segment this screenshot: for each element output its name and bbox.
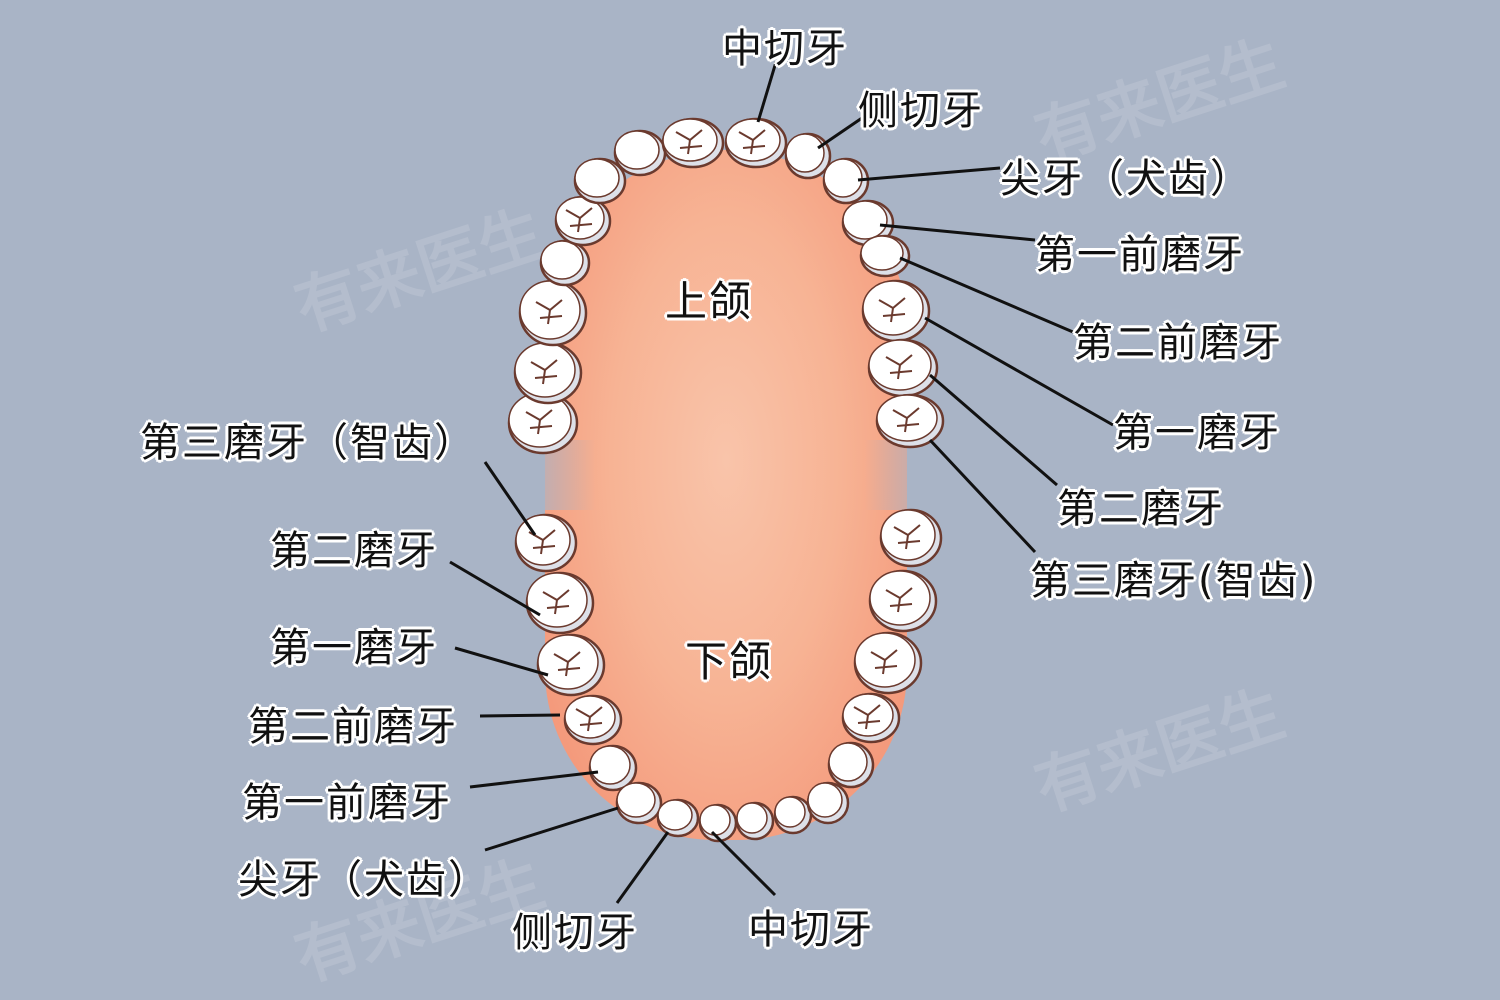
leader-line	[483, 461, 537, 536]
tooth	[859, 234, 911, 278]
tooth	[861, 279, 931, 343]
upper-first-premolar-label: 第一前磨牙	[1035, 232, 1245, 278]
tooth	[563, 694, 623, 746]
lower-canine-label: 尖牙（犬齿）	[238, 857, 490, 903]
tooth	[656, 798, 700, 838]
tooth	[867, 338, 939, 398]
tooth	[588, 744, 638, 792]
tooth	[525, 571, 595, 635]
tooth	[536, 633, 606, 697]
lower-second-premolar-label: 第二前磨牙	[248, 704, 458, 750]
upper-jaw-label: 上颌	[665, 277, 754, 326]
leader-line	[615, 831, 670, 904]
tooth	[868, 569, 938, 633]
lower-third-molar-label: 第三磨牙（智齿）	[140, 420, 476, 466]
tooth	[615, 781, 663, 825]
leader-line	[710, 830, 777, 897]
tooth	[724, 117, 788, 169]
leader-line	[484, 806, 619, 852]
tooth	[507, 391, 579, 455]
lower-lateral-incisor-label: 侧切牙	[512, 910, 638, 956]
lower-first-molar-label: 第一磨牙	[270, 625, 438, 671]
leader-line	[879, 223, 1036, 242]
upper-third-molar-label: 第三磨牙(智齿)	[1030, 558, 1318, 604]
leader-line	[857, 166, 1001, 182]
leader-line	[756, 61, 778, 123]
upper-lateral-incisor-label: 侧切牙	[858, 88, 984, 134]
upper-second-molar-label: 第二磨牙	[1057, 486, 1225, 532]
upper-first-molar-label: 第一磨牙	[1113, 410, 1281, 456]
leader-line	[929, 373, 1058, 487]
tooth	[853, 631, 923, 695]
leader-line	[454, 646, 549, 677]
leader-line	[928, 438, 1037, 554]
tooth	[573, 157, 627, 205]
tooth	[841, 692, 901, 744]
lower-central-incisor-label: 中切牙	[748, 907, 874, 953]
upper-canine-label: 尖牙（犬齿）	[1000, 156, 1252, 202]
upper-central-incisor-label: 中切牙	[722, 26, 848, 72]
lower-second-molar-label: 第二磨牙	[270, 528, 438, 574]
tooth	[806, 781, 850, 825]
leader-line	[899, 256, 1074, 334]
tooth	[735, 801, 775, 841]
tooth	[518, 279, 588, 347]
tooth	[661, 117, 725, 169]
tooth	[773, 795, 813, 835]
leader-line	[449, 560, 541, 617]
lower-jaw-label: 下颌	[685, 637, 774, 686]
jaw-gap	[520, 440, 940, 510]
leader-line	[479, 713, 561, 718]
tooth	[875, 393, 945, 449]
tooth	[539, 239, 591, 287]
leader-line	[924, 316, 1114, 427]
tooth	[554, 195, 612, 247]
lower-first-premolar-label: 第一前磨牙	[242, 780, 452, 826]
tooth	[784, 132, 832, 180]
leader-line	[817, 116, 863, 150]
leader-line	[469, 770, 599, 789]
tooth	[698, 803, 738, 843]
upper-second-premolar-label: 第二前磨牙	[1073, 320, 1283, 366]
tooth	[822, 157, 870, 205]
tooth	[841, 199, 895, 247]
tooth	[879, 508, 943, 568]
tooth	[827, 741, 875, 789]
